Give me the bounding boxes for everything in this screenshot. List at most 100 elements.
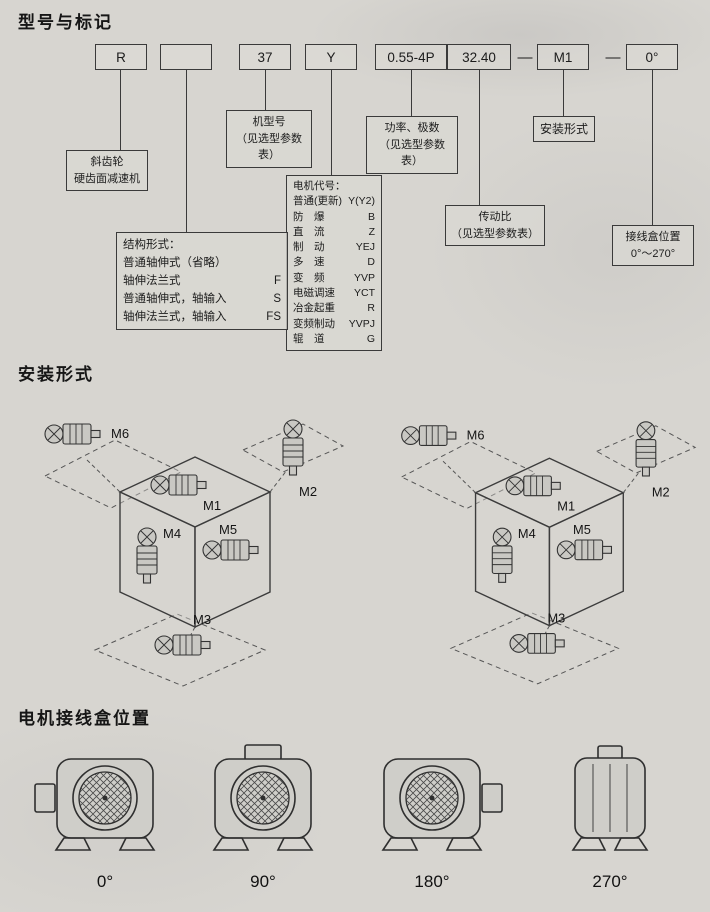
shaft-center <box>429 795 435 801</box>
mounting-diagram-right: M6 M1 M2 M4 M5 M3 <box>400 421 697 685</box>
terminal-box-right <box>481 783 503 813</box>
annotation-mounting-form: 安装形式 <box>533 116 595 142</box>
dash-separator: — <box>517 48 533 66</box>
structure-code: S <box>273 293 281 305</box>
annotation-power-poles: 功率、极数 （见选型参数表） <box>366 116 458 174</box>
code-box-series: R <box>95 44 147 70</box>
section-title-mounting: 安装形式 <box>18 365 94 384</box>
label-m3: M3 <box>193 612 211 627</box>
section-plane-m6 <box>43 439 183 509</box>
structure-title: 结构形式： <box>123 239 181 251</box>
motor-m3 <box>509 633 565 654</box>
terminal-box-behind <box>597 745 623 760</box>
annotation-line: 传动比 <box>478 211 512 223</box>
motor-code-value: Z <box>368 225 375 238</box>
label-m5: M5 <box>219 522 237 537</box>
connector-line <box>479 70 480 205</box>
connector-line <box>265 70 266 110</box>
annotation-machine-model: 机型号 （见选型参数表） <box>226 110 312 168</box>
label-m2: M2 <box>652 485 670 500</box>
leader-line <box>442 460 476 494</box>
motor-code-name: 辊 道 <box>293 332 325 345</box>
annotation-line: （见选型参数表） <box>451 227 539 240</box>
annotation-terminal-box-position: 接线盒位置 0°～270° <box>612 225 694 266</box>
motor-feet <box>54 837 156 851</box>
label-m4: M4 <box>518 526 536 541</box>
code-box-terminal: 0° <box>626 44 678 70</box>
label-m5: M5 <box>573 522 591 537</box>
motor-m6 <box>401 425 457 446</box>
motor-view-90deg <box>212 744 314 851</box>
motor-code-name: 多 速 <box>293 256 325 269</box>
label-m1: M1 <box>557 498 575 513</box>
code-box-size: 37 <box>239 44 291 70</box>
motor-code-name: 冶金起重 <box>293 302 335 315</box>
motor-code-item: 冶金起重 R <box>293 301 375 316</box>
motor-code-name: 普通(更新) <box>293 195 342 208</box>
motor-code-value: R <box>367 302 375 315</box>
motor-code-item: 变 频 YVP <box>293 271 375 286</box>
connector-line <box>411 70 412 116</box>
structure-name: 普通轴伸式，轴输入 <box>123 293 227 305</box>
motor-code-name: 防 爆 <box>293 210 325 223</box>
motor-view-0deg <box>34 758 156 851</box>
motor-m2 <box>635 421 657 477</box>
motor-code-value: YVPJ <box>348 317 375 330</box>
motor-code-value: YCT <box>354 287 375 300</box>
motor-view-270deg <box>571 745 649 851</box>
label-m2: M2 <box>299 484 317 499</box>
terminal-box-top <box>244 744 282 761</box>
section-plane-m2 <box>595 425 697 474</box>
connector-line <box>563 70 564 116</box>
motor-view-180deg <box>381 758 503 851</box>
motor-code-name: 变 频 <box>293 271 325 284</box>
motor-feet <box>381 837 483 851</box>
code-box-structure <box>160 44 212 70</box>
motor-code-name: 电磁调速 <box>293 287 335 300</box>
leader-line <box>622 470 641 494</box>
annotation-ratio: 传动比 （见选型参数表） <box>445 205 545 246</box>
section-plane-m2 <box>241 423 345 473</box>
connector-line <box>652 70 653 225</box>
code-box-mounting: M1 <box>537 44 589 70</box>
shaft-center <box>102 795 108 801</box>
code-box-power: 0.55-4P <box>375 44 447 70</box>
annotation-line: 接线盒位置 <box>625 231 681 243</box>
structure-code: F <box>273 275 281 287</box>
fan-cover-ring <box>399 765 465 831</box>
structure-item: 普通轴伸式，轴输入 S <box>123 290 281 308</box>
motor-fins <box>592 764 628 832</box>
terminal-box-left <box>34 783 56 813</box>
code-box-motor: Y <box>305 44 357 70</box>
motor-code-name: 直 流 <box>293 225 325 238</box>
section-plane-m6 <box>400 440 537 510</box>
motor-code-value: YVP <box>353 271 375 284</box>
section-plane-m3 <box>449 612 620 685</box>
motor-code-title: 电机代号： <box>293 180 346 192</box>
terminal-position-label-180: 180° <box>414 872 450 891</box>
motor-feet <box>212 837 314 851</box>
connector-line <box>186 70 187 232</box>
annotation-line: （见选型参数表） <box>236 132 302 162</box>
motor-code-name: 变频制动 <box>293 317 335 330</box>
shaft-center <box>260 795 266 801</box>
label-m3: M3 <box>547 611 565 626</box>
structure-name: 轴伸法兰式 <box>123 275 181 287</box>
section-title-model: 型号与标记 <box>18 13 113 32</box>
label-m4: M4 <box>163 526 181 541</box>
structure-item: 轴伸法兰式 F <box>123 272 281 290</box>
annotation-line: 机型号 <box>252 116 286 128</box>
motor-code-item: 普通(更新)Y(Y2) <box>293 194 375 209</box>
dash-separator: — <box>605 48 621 66</box>
motor-m6 <box>44 423 101 445</box>
annotation-line: 功率、极数 <box>384 122 440 134</box>
motor-feet <box>571 837 649 851</box>
leader-line <box>86 459 121 493</box>
